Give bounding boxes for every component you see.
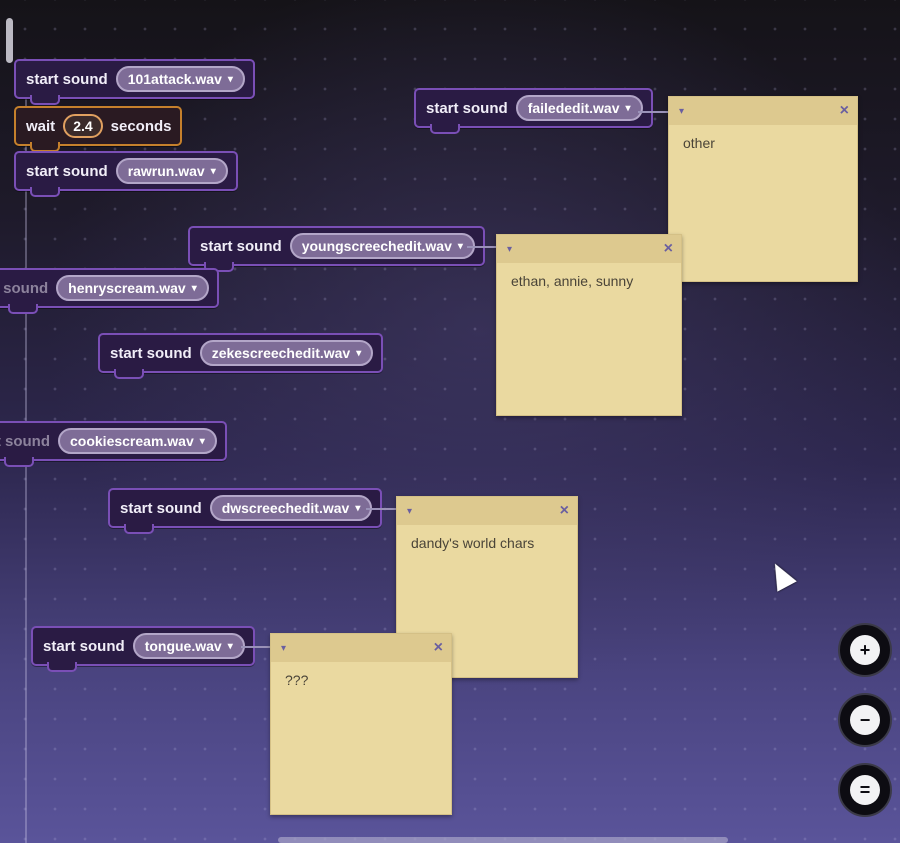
comment-note[interactable]: ▾ × other (668, 96, 858, 282)
chevron-down-icon[interactable]: ▾ (679, 105, 685, 117)
comment-note[interactable]: ▾ × ethan, annie, sunny (496, 234, 682, 416)
wait-block[interactable]: wait 2.4 seconds (14, 106, 182, 152)
close-icon[interactable]: × (663, 240, 673, 257)
chevron-down-icon[interactable]: ▾ (407, 505, 413, 517)
start-sound-block[interactable]: start sound rawrun.wav ▾ (14, 151, 238, 197)
zoom-reset-button[interactable]: = (838, 763, 892, 817)
zoom-out-button[interactable]: − (838, 693, 892, 747)
block-label: start sound (426, 99, 508, 117)
chevron-down-icon: ▾ (199, 435, 205, 447)
chevron-down-icon: ▾ (457, 240, 463, 252)
comment-connector (467, 246, 499, 248)
zoom-reset-icon: = (850, 775, 880, 805)
close-icon[interactable]: × (839, 102, 849, 119)
zoom-out-icon: − (850, 705, 880, 735)
vertical-scrollbar[interactable] (6, 18, 13, 63)
block-label: start sound (43, 637, 125, 655)
start-sound-block[interactable]: start sound 101attack.wav ▾ (14, 59, 255, 105)
note-header[interactable]: ▾ × (669, 97, 857, 125)
zoom-in-icon: + (850, 635, 880, 665)
chevron-down-icon: ▾ (227, 640, 233, 652)
chevron-down-icon[interactable]: ▾ (281, 642, 287, 654)
start-sound-block[interactable]: start sound zekescreechedit.wav ▾ (98, 333, 384, 379)
note-text[interactable]: ??? (285, 672, 309, 688)
close-icon[interactable]: × (559, 502, 569, 519)
sound-dropdown[interactable]: failededit.wav ▾ (515, 95, 643, 121)
block-label: wait (26, 117, 56, 135)
comment-connector (366, 508, 398, 510)
comment-connector (241, 646, 271, 648)
chevron-down-icon: ▾ (191, 282, 197, 294)
start-sound-block[interactable]: start sound tongue.wav ▾ (31, 626, 255, 672)
chevron-down-icon: ▾ (356, 347, 362, 359)
start-sound-block[interactable]: start sound failededit.wav ▾ (414, 88, 653, 134)
wait-seconds-input[interactable]: 2.4 (63, 114, 103, 138)
chevron-down-icon[interactable]: ▾ (507, 243, 513, 255)
chevron-down-icon: ▾ (625, 102, 631, 114)
sound-dropdown[interactable]: rawrun.wav ▾ (115, 158, 228, 184)
note-header[interactable]: ▾ × (271, 634, 451, 662)
start-sound-block[interactable]: rt sound cookiescream.wav ▾ (0, 421, 227, 467)
zoom-in-button[interactable]: + (838, 623, 892, 677)
sound-dropdown[interactable]: dwscreechedit.wav ▾ (209, 495, 373, 521)
block-label: start sound (120, 499, 202, 517)
block-suffix: seconds (110, 117, 172, 135)
note-text[interactable]: other (683, 135, 715, 151)
block-label: start sound (26, 70, 108, 88)
note-header[interactable]: ▾ × (397, 497, 577, 525)
chevron-down-icon: ▾ (355, 502, 361, 514)
block-label: start sound (110, 344, 192, 362)
chevron-down-icon: ▾ (227, 73, 233, 85)
sound-dropdown[interactable]: henryscream.wav ▾ (56, 275, 209, 301)
start-sound-block[interactable]: start sound dwscreechedit.wav ▾ (108, 488, 383, 534)
close-icon[interactable]: × (433, 639, 443, 656)
chevron-down-icon: ▾ (210, 165, 216, 177)
sound-dropdown[interactable]: zekescreechedit.wav ▾ (199, 340, 374, 366)
comment-note[interactable]: ▾ × ??? (270, 633, 452, 815)
block-label: start sound (200, 237, 282, 255)
sound-dropdown[interactable]: tongue.wav ▾ (132, 633, 245, 659)
start-sound-block[interactable]: t sound henryscream.wav ▾ (0, 268, 219, 314)
horizontal-scrollbar[interactable] (278, 837, 728, 843)
start-sound-block[interactable]: start sound youngscreechedit.wav ▾ (188, 226, 485, 272)
sound-dropdown[interactable]: youngscreechedit.wav ▾ (289, 233, 475, 259)
block-label: start sound (26, 162, 108, 180)
sound-dropdown[interactable]: 101attack.wav ▾ (115, 66, 245, 92)
note-header[interactable]: ▾ × (497, 235, 681, 263)
comment-connector (638, 111, 670, 113)
sound-dropdown[interactable]: cookiescream.wav ▾ (58, 428, 217, 454)
note-text[interactable]: ethan, annie, sunny (511, 273, 634, 289)
note-text[interactable]: dandy's world chars (411, 535, 535, 551)
block-label: rt sound (0, 432, 50, 450)
block-label: t sound (0, 279, 49, 297)
